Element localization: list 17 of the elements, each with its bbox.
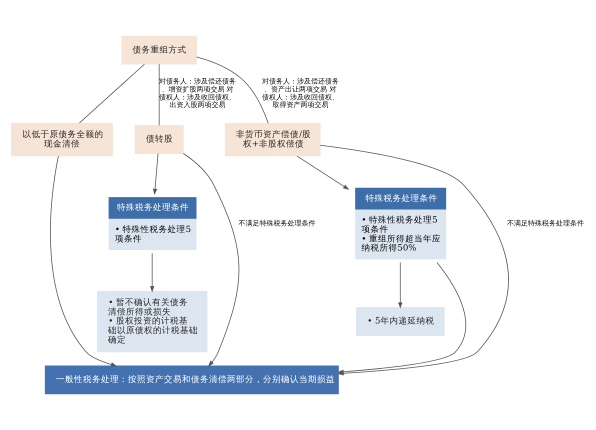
- node-box: • 5年内递延纳税: [356, 307, 445, 336]
- arrow: [150, 252, 154, 292]
- arrow: [398, 262, 402, 309]
- connector: [79, 64, 145, 124]
- node-box: 以低于原债务全额的现金清偿: [11, 122, 113, 156]
- arrow: [337, 262, 466, 374]
- arrow: [183, 153, 240, 367]
- node-box: 债转股: [134, 125, 184, 154]
- arrow: [296, 156, 350, 190]
- connector: [196, 56, 269, 124]
- node-box: 一般性税务处理：按照资产交易和债务清偿两部分，分别确认当期损益: [44, 366, 339, 394]
- node-box: • 暂不确认有关债务清偿所得或损失 • 股权投资的计税基础以原债权的计税基础确定: [96, 290, 208, 352]
- node-box: 非货币资产偿债/股权+非股权偿债: [224, 122, 321, 156]
- connector: [158, 64, 160, 126]
- arrow: [152, 153, 158, 196]
- node-box: 债务重组方式: [121, 36, 197, 64]
- arrow: [50, 156, 118, 367]
